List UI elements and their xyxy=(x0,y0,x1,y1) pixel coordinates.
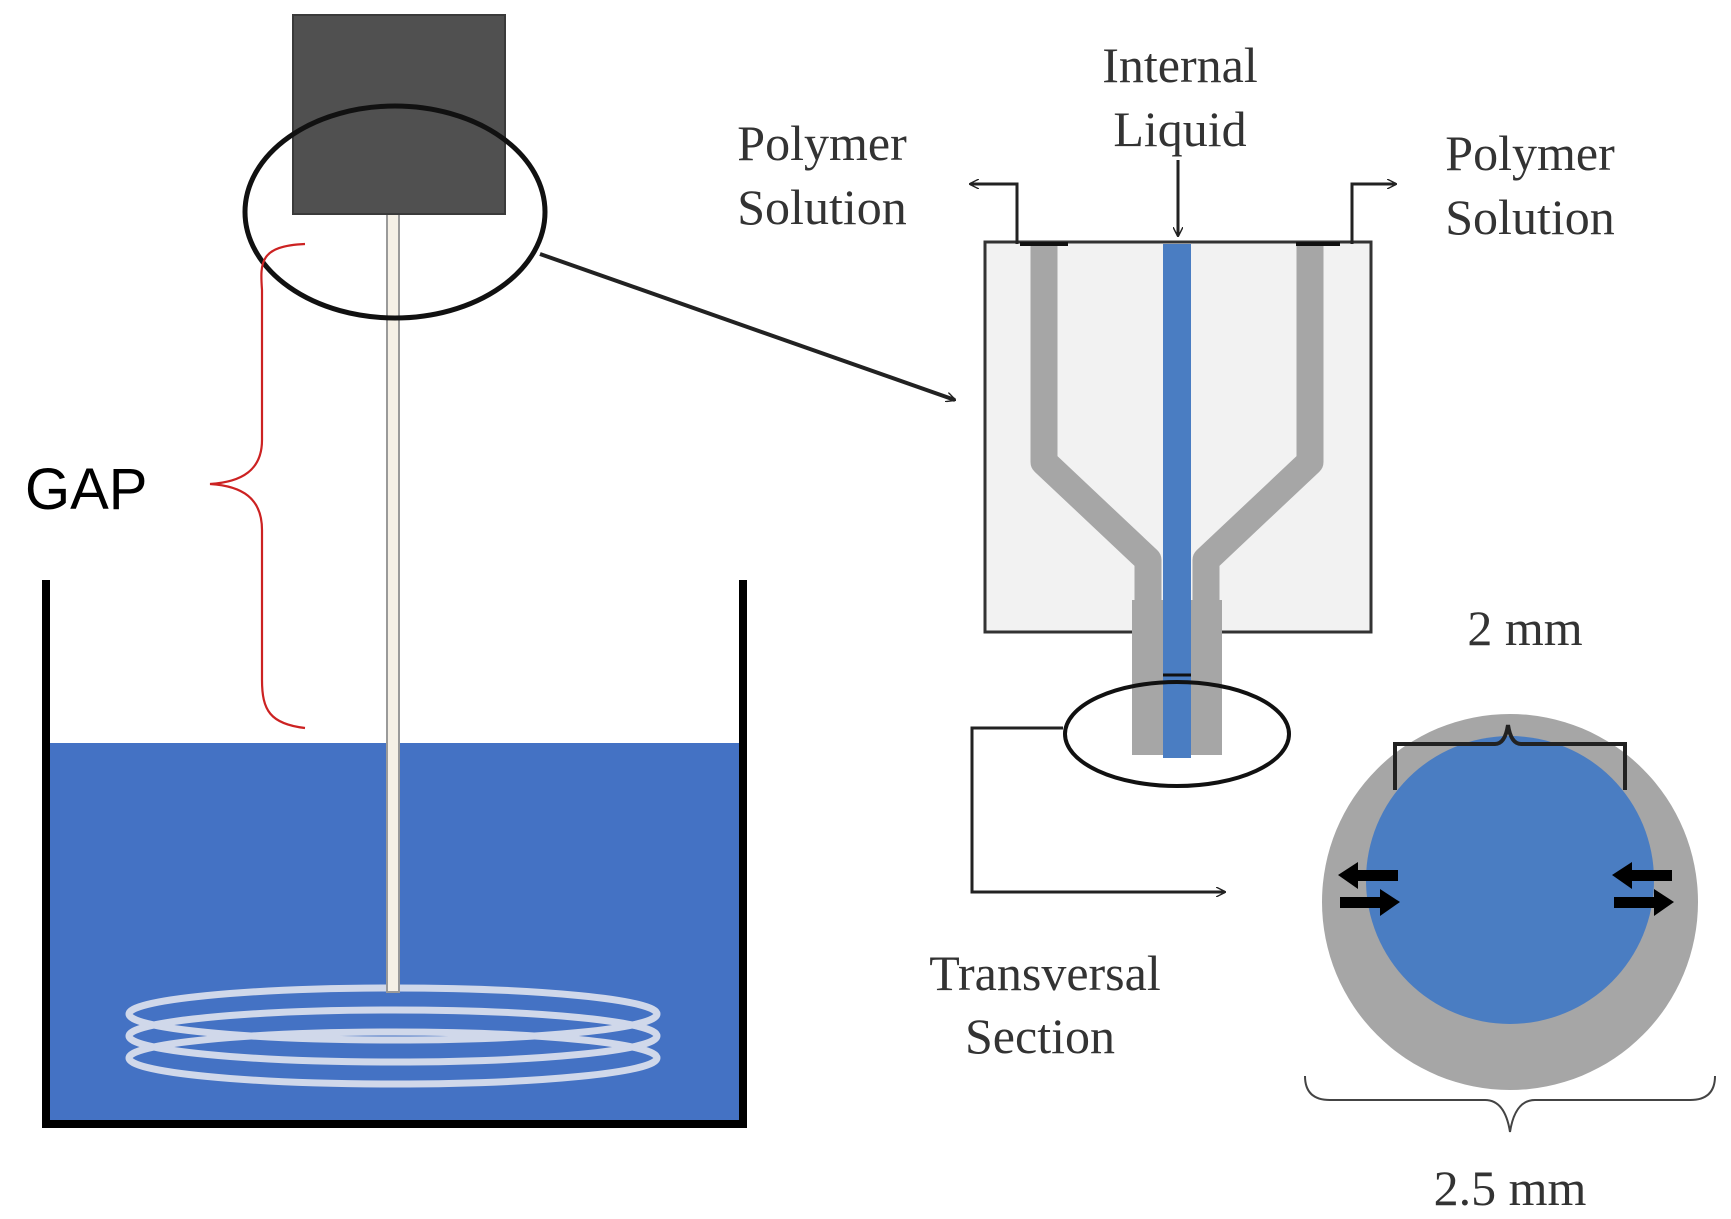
inner-diameter-bracket xyxy=(1393,724,1627,790)
inner-diameter-label: 2 mm xyxy=(1467,600,1582,656)
cross-section-inner-liquid xyxy=(1366,736,1654,1024)
polymer-inlet-arrow-right xyxy=(1350,184,1396,244)
gap-label: GAP xyxy=(25,457,148,522)
polymer-solution-left-line1: Polymer xyxy=(737,115,907,171)
outer-diameter-brace xyxy=(1304,1075,1716,1133)
spinneret-magnify-ellipse xyxy=(242,103,548,321)
polymer-inlet-arrow-left xyxy=(970,184,1019,244)
magnify-arrow xyxy=(539,252,955,400)
transversal-section-label-line1: Transversal xyxy=(929,945,1160,1001)
coagulation-bath-container xyxy=(42,580,747,1128)
gap-brace xyxy=(209,242,306,730)
internal-liquid-bore xyxy=(1163,244,1191,758)
outer-diameter-label: 2.5 mm xyxy=(1434,1160,1587,1216)
polymer-solution-right-line2: Solution xyxy=(1445,189,1614,245)
hollow-fiber-strand xyxy=(386,213,400,993)
transversal-connector-arrow xyxy=(970,726,1225,892)
internal-liquid-label-line2: Liquid xyxy=(1113,101,1246,157)
diffusion-arrows-right xyxy=(1612,862,1674,916)
transversal-section-label-line2: Section xyxy=(965,1008,1115,1064)
internal-liquid-label-line1: Internal xyxy=(1102,37,1257,93)
diffusion-arrows-left xyxy=(1338,862,1400,916)
nozzle-tip-ellipse xyxy=(1063,680,1291,788)
polymer-solution-left-line2: Solution xyxy=(737,179,906,235)
polymer-solution-right-line1: Polymer xyxy=(1445,125,1615,181)
spinneret-block xyxy=(292,14,506,215)
